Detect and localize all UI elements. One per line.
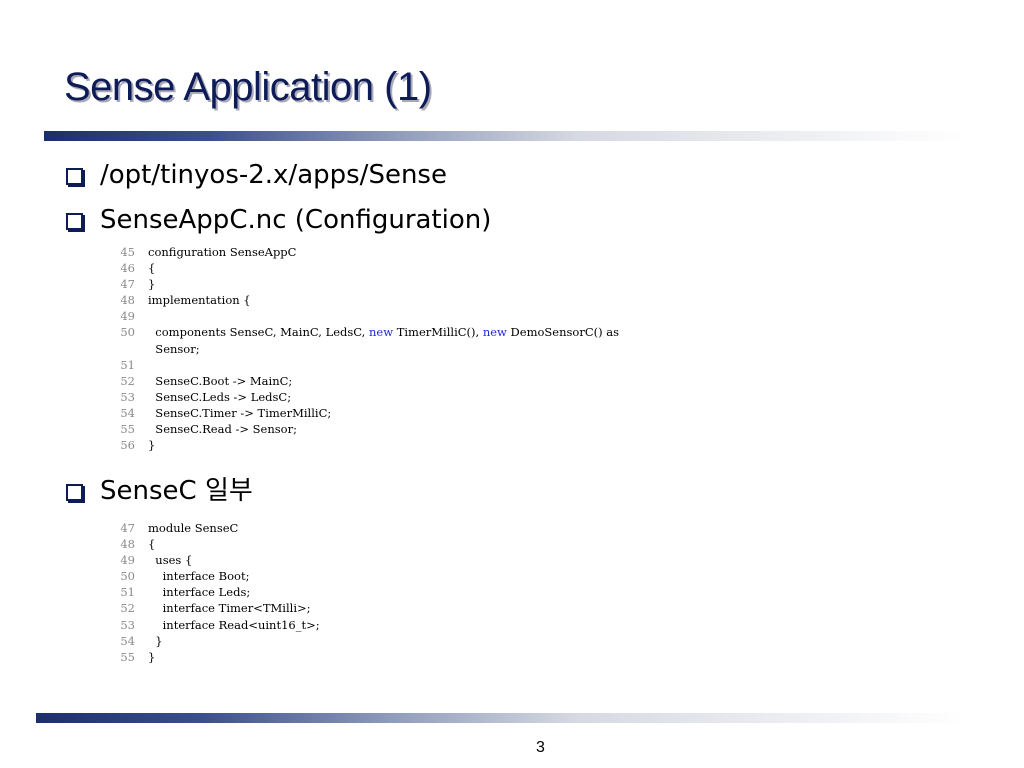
- line-number: 51: [120, 585, 135, 600]
- line-number: 53: [120, 389, 135, 404]
- line-number: 49: [120, 553, 135, 568]
- line-number: 55: [120, 649, 135, 664]
- line-number: 55: [120, 422, 135, 437]
- slide-title: Sense Application (1): [64, 65, 432, 109]
- code-line: 54 SenseC.Timer -> TimerMilliC;: [119, 405, 619, 421]
- bullet-text: SenseAppC.nc (Configuration): [100, 205, 492, 235]
- code-text: module SenseC: [148, 521, 239, 535]
- code-line: 45 configuration SenseAppC: [119, 244, 619, 260]
- code-text: TimerMilliC(),: [393, 325, 483, 340]
- line-number: 49: [120, 309, 135, 324]
- line-number: 54: [120, 405, 135, 420]
- code-line: 54 }: [119, 633, 320, 649]
- line-number: 52: [120, 601, 135, 616]
- code-text: SenseC.Boot -> MainC;: [148, 373, 293, 388]
- code-line: 52 interface Timer<TMilli>;: [119, 600, 320, 616]
- code-text: SenseC.Timer -> TimerMilliC;: [148, 405, 332, 420]
- line-number: 50: [120, 325, 135, 340]
- bullet-text: /opt/tinyos-2.x/apps/Sense: [100, 160, 447, 190]
- code-line: 52 SenseC.Boot -> MainC;: [119, 373, 619, 389]
- code-text: {: [148, 261, 156, 276]
- line-number: 47: [120, 521, 135, 535]
- code-text: SenseC.Read -> Sensor;: [148, 422, 297, 437]
- code-keyword: new: [368, 325, 394, 340]
- code-line: 53 SenseC.Leds -> LedsC;: [119, 389, 619, 405]
- code-text: {: [148, 537, 156, 552]
- code-line: 48 implementation {: [119, 292, 619, 308]
- line-number: 52: [120, 373, 135, 388]
- bullet-item-sensec: SenseC 일부: [66, 474, 253, 508]
- line-number: 48: [120, 293, 135, 308]
- code-line: 50 interface Boot;: [119, 568, 320, 584]
- code-line: 53 interface Read<uint16_t>;: [119, 617, 320, 633]
- line-number: 51: [120, 357, 135, 372]
- code-text: Sensor;: [148, 341, 200, 356]
- code-line: 51: [119, 357, 619, 373]
- line-number: 45: [120, 245, 135, 259]
- line-number: 47: [120, 277, 135, 292]
- checkbox-bullet-icon: [66, 167, 83, 185]
- title-divider: [44, 131, 964, 141]
- line-number: 50: [120, 569, 135, 584]
- code-text: }: [148, 277, 156, 292]
- code-text: configuration SenseAppC: [148, 245, 297, 259]
- code-line: 47 module SenseC: [119, 520, 320, 536]
- code-line: 56}: [119, 437, 619, 453]
- checkbox-bullet-icon: [66, 212, 83, 230]
- code-text: interface Boot;: [148, 569, 250, 584]
- code-text: interface Timer<TMilli>;: [148, 601, 311, 616]
- code-text: components SenseC, MainC, LedsC,: [148, 325, 369, 340]
- code-text: }: [148, 633, 163, 648]
- code-text: DemoSensorC() as: [506, 325, 620, 340]
- footer-divider: [36, 713, 966, 723]
- bullet-text: SenseC 일부: [100, 476, 253, 506]
- line-number: 46: [120, 261, 135, 276]
- bullet-item-config: SenseAppC.nc (Configuration): [66, 203, 491, 237]
- code-text: }: [148, 649, 156, 664]
- page-number: 3: [536, 739, 545, 756]
- code-line: 49 uses {: [119, 552, 320, 568]
- code-line: 46 {: [119, 260, 619, 276]
- code-keyword: new: [482, 325, 507, 340]
- code-text: implementation {: [148, 293, 251, 308]
- code-line: 55 SenseC.Read -> Sensor;: [119, 421, 619, 437]
- checkbox-bullet-icon: [66, 483, 83, 501]
- code-text: uses {: [148, 553, 193, 568]
- code-line: 50 components SenseC, MainC, LedsC, new …: [119, 324, 619, 340]
- line-number: 48: [120, 537, 135, 552]
- code-line: 51 interface Leds;: [119, 584, 320, 600]
- code-line: 49: [119, 308, 619, 324]
- code-line: 48 {: [119, 536, 320, 552]
- code-text: SenseC.Leds -> LedsC;: [148, 389, 292, 404]
- code-text: }: [148, 438, 156, 453]
- code-line: 55}: [119, 649, 320, 665]
- line-number: 56: [120, 438, 135, 453]
- line-number: [119, 341, 135, 357]
- code-text: interface Leds;: [148, 585, 251, 600]
- code-line: 47}: [119, 276, 619, 292]
- line-number: 53: [120, 617, 135, 632]
- code-line: Sensor;: [119, 341, 619, 357]
- code-text: interface Read<uint16_t>;: [148, 617, 320, 632]
- line-number: 54: [120, 633, 135, 648]
- bullet-item-path: /opt/tinyos-2.x/apps/Sense: [66, 158, 447, 192]
